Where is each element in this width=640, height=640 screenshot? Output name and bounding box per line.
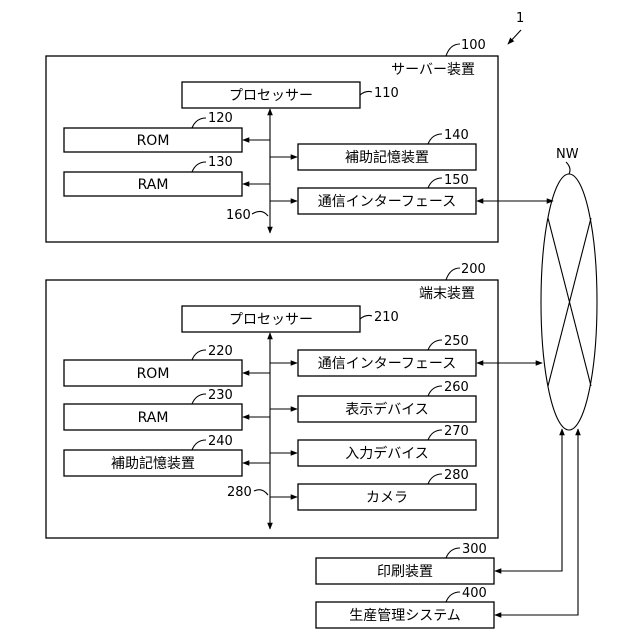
terminal-device: 端末装置 200 プロセッサー 210 ROM 220 RAM 230 補助記憶… (46, 262, 498, 538)
terminal-bus-ref: 280 (227, 485, 252, 500)
production-label: 生産管理システム (349, 608, 461, 624)
production-network-link (495, 429, 578, 615)
printer-ref-leader (446, 548, 460, 558)
terminal-processor-ref: 210 (374, 310, 399, 325)
terminal-comm-ref: 250 (444, 334, 469, 349)
server-device: サーバー装置 100 プロセッサー 110 ROM 120 RAM 130 補助… (46, 38, 498, 242)
terminal-input-ref: 270 (444, 424, 469, 439)
server-ram-ref: 130 (208, 155, 233, 170)
terminal-ram-ref: 230 (208, 388, 233, 403)
server-comm-ref: 150 (444, 173, 469, 188)
server-rom-ref: 120 (208, 111, 233, 126)
server-ram-label: RAM (138, 177, 169, 193)
server-rom-label: ROM (137, 133, 170, 149)
terminal-processor-label: プロセッサー (229, 312, 313, 328)
printer-network-link (495, 429, 562, 571)
production-ref: 400 (462, 586, 487, 601)
production-ref-leader (446, 592, 460, 602)
server-storage-ref: 140 (444, 128, 469, 143)
terminal-storage-ref: 240 (208, 434, 233, 449)
printer-label: 印刷装置 (377, 564, 433, 580)
terminal-ref: 200 (461, 262, 486, 277)
terminal-camera-label: カメラ (366, 490, 408, 506)
server-processor-ref: 110 (374, 86, 399, 101)
terminal-rom-label: ROM (137, 366, 170, 382)
terminal-display-label: 表示デバイス (345, 401, 429, 418)
server-processor-label: プロセッサー (229, 88, 313, 104)
network-label: NW (556, 147, 579, 162)
terminal-comm-label: 通信インターフェース (318, 356, 456, 372)
terminal-input-label: 入力デバイス (345, 445, 429, 462)
network-label-leader (566, 162, 570, 174)
terminal-title: 端末装置 (419, 286, 475, 302)
server-ref: 100 (461, 38, 486, 53)
terminal-rom-ref: 220 (208, 344, 233, 359)
terminal-storage-label: 補助記憶装置 (111, 455, 195, 472)
server-title: サーバー装置 (391, 62, 475, 78)
terminal-display-ref: 260 (444, 380, 469, 395)
server-storage-label: 補助記憶装置 (345, 149, 429, 166)
terminal-ref-leader (446, 268, 460, 280)
figure-ref-arrow (508, 30, 521, 44)
server-comm-label: 通信インターフェース (318, 194, 456, 210)
server-ref-leader (446, 44, 460, 56)
server-bus-ref: 160 (226, 208, 251, 223)
printer-ref: 300 (462, 542, 487, 557)
network: NW (541, 147, 597, 430)
figure-ref: 1 (516, 11, 524, 26)
terminal-camera-ref: 280 (444, 468, 469, 483)
terminal-ram-label: RAM (138, 410, 169, 426)
